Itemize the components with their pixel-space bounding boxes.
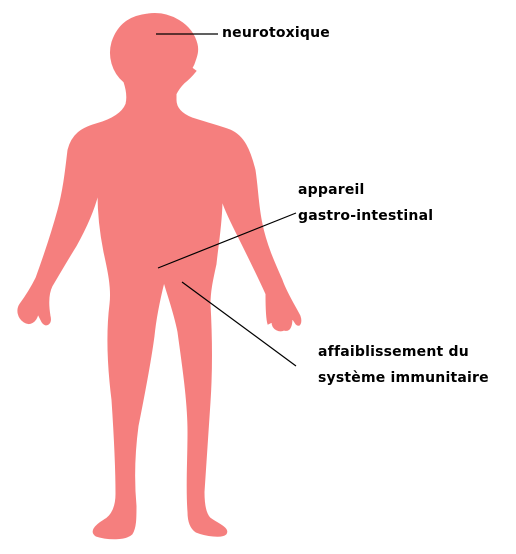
- label-gastro-line2: gastro-intestinal: [298, 207, 433, 225]
- label-immune-line1: affaiblissement du: [318, 343, 469, 361]
- label-gastro-line1: appareil: [298, 181, 365, 199]
- human-body-silhouette: [18, 14, 301, 539]
- label-immune-line2: système immunitaire: [318, 369, 489, 387]
- label-neurotoxic: neurotoxique: [222, 24, 330, 42]
